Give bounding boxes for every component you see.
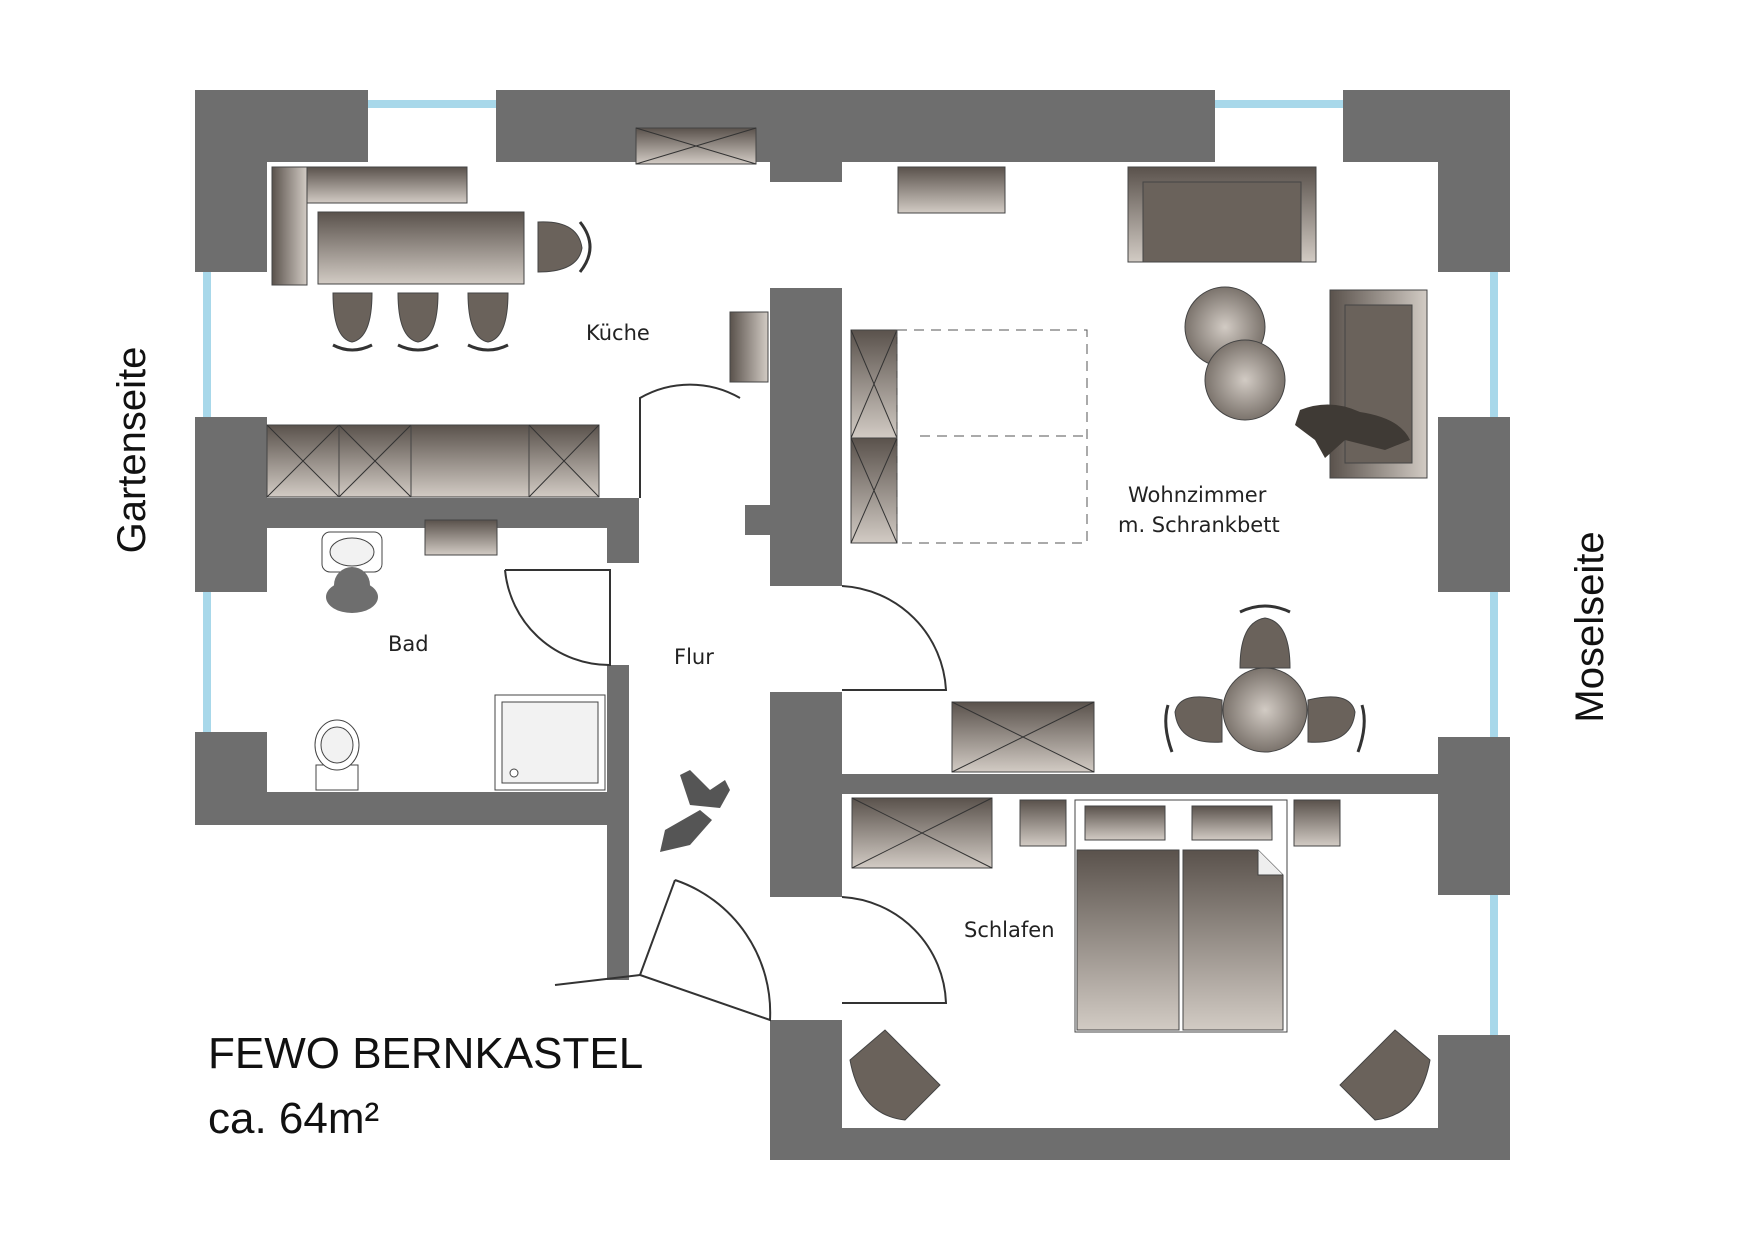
room-label-bedroom: Schlafen <box>964 918 1055 942</box>
room-label-living-1: Wohnzimmer <box>1128 483 1267 507</box>
sink-icon <box>321 531 383 573</box>
chair-icon <box>1307 696 1366 753</box>
room-label-living-2: m. Schrankbett <box>1118 513 1280 537</box>
bed-icon <box>1074 799 1288 1033</box>
plan-title: FEWO BERNKASTEL <box>208 1029 643 1078</box>
wall-cabinet <box>635 127 757 165</box>
armchair-icon <box>849 1029 941 1121</box>
room-label-kitchen: Küche <box>586 321 650 345</box>
toilet-icon <box>314 719 360 791</box>
side-label-left: Gartenseite <box>110 347 154 554</box>
person-icon <box>326 567 378 613</box>
armchair-icon <box>1339 1029 1431 1121</box>
dog-icon <box>660 770 730 852</box>
chair-icon <box>397 292 439 352</box>
hall-furniture <box>660 770 730 852</box>
side-label-right: Moselseite <box>1568 531 1612 722</box>
room-label-bath: Bad <box>388 632 429 656</box>
sofa-icon <box>1127 166 1317 263</box>
kitchen-furniture <box>266 166 769 498</box>
chair-icon <box>1164 696 1223 753</box>
bedroom-furniture <box>849 797 1431 1121</box>
dog-icon <box>1295 404 1410 458</box>
plan-area: ca. 64m² <box>208 1094 379 1143</box>
living-furniture <box>850 166 1428 773</box>
chair-icon <box>467 292 509 352</box>
room-label-hall: Flur <box>674 645 714 669</box>
sofa-icon <box>1329 289 1428 479</box>
chair-icon <box>1239 604 1291 669</box>
chair-icon <box>537 221 592 273</box>
windows <box>195 90 1510 1035</box>
chair-icon <box>332 292 373 352</box>
doors <box>504 383 948 1022</box>
shower-icon <box>494 694 606 791</box>
bath-furniture <box>314 519 606 791</box>
